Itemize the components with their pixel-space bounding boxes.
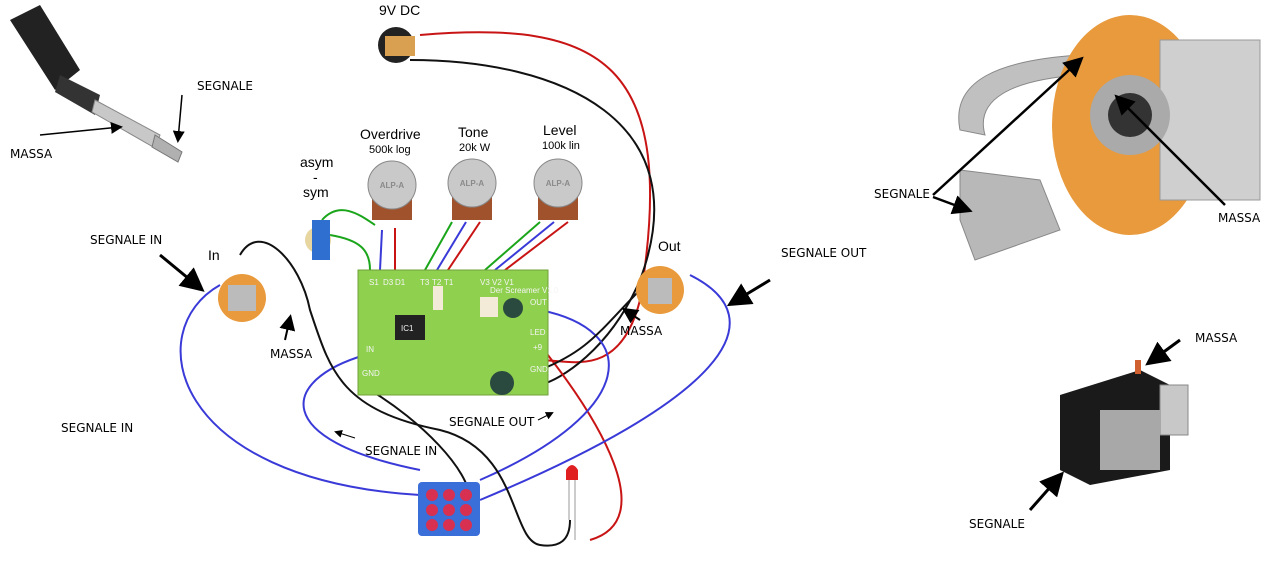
in-ground-arrow: [279, 314, 296, 341]
box-jack-signal-label: SEGNALE: [969, 517, 1025, 531]
box-jack-ground-arrow: [1145, 338, 1181, 366]
wires: [179, 31, 731, 547]
enclosed-jack-image: [1060, 360, 1189, 485]
plug-ground-arrow: [39, 121, 123, 136]
switch-label-dash: -: [313, 169, 318, 185]
pad-t2: T2: [432, 278, 442, 287]
input-jack: In: [208, 247, 266, 322]
out-ground-arrow: [621, 307, 641, 324]
open-jack-signal-label: SEGNALE: [874, 187, 930, 201]
switch-label-asym: asym: [300, 154, 333, 170]
open-jack-ground-label: MASSA: [1218, 211, 1261, 225]
box-jack-signal-arrow: [1028, 471, 1064, 511]
pot-level: Level 100k lin ALP-A: [533, 122, 583, 220]
pad-v1: V1: [504, 278, 514, 287]
pot-tone-name: Tone: [458, 124, 489, 140]
dc-jack-image: [378, 27, 415, 63]
pot-overdrive-value: 500k log: [369, 144, 411, 156]
out-signal-arrow: [726, 278, 771, 307]
pad-d1: D1: [395, 278, 406, 287]
footswitch-signal-in-label: SEGNALE IN: [365, 444, 437, 458]
pcb-side-pads: OUT LED +9 GND IN GND IC1: [362, 298, 548, 378]
pad-t1: T1: [444, 278, 454, 287]
open-jack-ground-arrow: [1114, 94, 1226, 206]
box-jack-ground-label: MASSA: [1195, 331, 1238, 345]
pcb-board: Der Screamer V1.0: [357, 269, 559, 396]
led: [566, 465, 578, 540]
in-signal-label: SEGNALE IN: [90, 233, 162, 247]
output-jack: Out: [636, 238, 684, 314]
pot-level-brand: ALP-A: [546, 179, 571, 188]
pot-level-value: 100k lin: [542, 140, 580, 152]
pot-tone-value: 20k W: [459, 142, 491, 154]
in-signal-left-label: SEGNALE IN: [61, 421, 133, 435]
pot-overdrive-name: Overdrive: [360, 126, 421, 142]
footswitch: [418, 482, 480, 536]
pot-tone-brand: ALP-A: [460, 179, 485, 188]
pot-level-name: Level: [543, 122, 576, 138]
pad-d3: D3: [383, 278, 394, 287]
input-jack-label: In: [208, 247, 220, 263]
open-frame-jack-image: [958, 15, 1261, 261]
pcb-signal-out-arrow: [537, 412, 554, 421]
plug-signal-arrow: [172, 94, 185, 143]
pad-t3: T3: [420, 278, 430, 287]
pcb-signal-out-label: SEGNALE OUT: [449, 415, 535, 429]
pad-in: IN: [366, 345, 374, 354]
pcb-ic-label: IC1: [401, 324, 414, 333]
dc-jack-label: 9V DC: [379, 2, 420, 18]
footswitch-signal-in-arrow: [334, 429, 356, 439]
pad-gnd-left: GND: [362, 369, 380, 378]
in-ground-label: MASSA: [270, 347, 313, 361]
plug-signal-label: SEGNALE: [197, 79, 253, 93]
pot-overdrive: Overdrive 500k log ALP-A: [360, 126, 421, 220]
output-jack-label: Out: [658, 238, 681, 254]
pad-out: OUT: [530, 298, 547, 307]
pot-tone: Tone 20k W ALP-A: [447, 124, 497, 220]
pcb-title: Der Screamer V1.0: [490, 286, 559, 295]
in-signal-arrow: [159, 253, 205, 292]
switch-label-sym: sym: [303, 184, 329, 200]
out-signal-label: SEGNALE OUT: [781, 246, 867, 260]
plug-ground-label: MASSA: [10, 147, 53, 161]
pad-led: LED: [530, 328, 546, 337]
pot-overdrive-brand: ALP-A: [380, 181, 405, 190]
pad-plus9: +9: [533, 343, 543, 352]
asym-sym-switch: asym - sym: [300, 154, 333, 260]
pad-s1: S1: [369, 278, 379, 287]
open-jack-signal-arrow-1: [932, 56, 1084, 196]
pad-v3: V3: [480, 278, 490, 287]
pad-v2: V2: [492, 278, 502, 287]
pad-gnd-right: GND: [530, 365, 548, 374]
mono-plug-image: [10, 5, 183, 163]
out-ground-label: MASSA: [620, 324, 663, 338]
open-jack-signal-arrow-2: [932, 195, 973, 215]
pcb-top-pads: S1 D3 D1 T3 T2 T1 V3 V2 V1: [369, 278, 514, 287]
